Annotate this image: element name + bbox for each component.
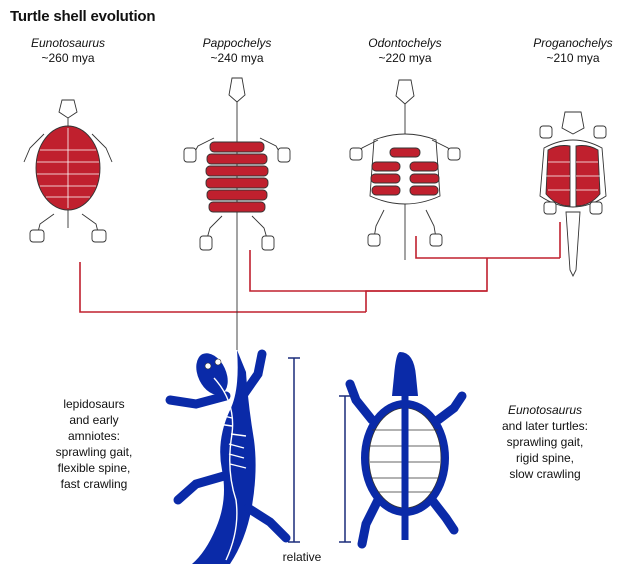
- taxon-age: ~220 mya: [378, 51, 432, 65]
- taxon-label-eunotosaurus: Eunotosaurus ~260 mya: [3, 36, 133, 66]
- height-comparison-bars: [288, 357, 351, 543]
- lizard-spine: [213, 377, 247, 561]
- caption-line: fast crawling: [60, 477, 128, 491]
- caption-line: and later turtles:: [501, 419, 589, 433]
- caption-taxon: Eunotosaurus: [507, 403, 583, 417]
- taxon-name: Eunotosaurus: [30, 36, 106, 50]
- lizard-body: [165, 349, 291, 564]
- caption-line: slow crawling: [509, 467, 581, 481]
- caption-line: rigid spine,: [515, 451, 575, 465]
- proganochelys-skeleton: [539, 111, 607, 278]
- caption-line: and early: [69, 413, 119, 427]
- taxon-age: ~210 mya: [546, 51, 600, 65]
- taxon-age: ~240 mya: [210, 51, 264, 65]
- caption-line: flexible spine,: [57, 461, 131, 475]
- lepidosaur-caption: lepidosaurs and early amniotes: sprawlin…: [40, 396, 148, 492]
- tree-branch-odontochelys: [415, 236, 560, 259]
- odontochelys-skeleton: [349, 79, 461, 260]
- eunotosaurus-skeleton: [23, 99, 113, 243]
- turtle-caption: Eunotosaurus and later turtles: sprawlin…: [490, 402, 600, 482]
- pappochelys-skeleton: [183, 77, 291, 350]
- caption-line: sprawling gait,: [55, 445, 133, 459]
- taxon-age: ~260 mya: [41, 51, 95, 65]
- tree-branch-eunotosaurus: [79, 262, 366, 313]
- tree-node-connector: [365, 258, 488, 312]
- tree-branch-pappochelys: [249, 250, 487, 292]
- taxon-name: Odontochelys: [368, 36, 442, 50]
- taxon-name: Proganochelys: [533, 36, 613, 50]
- taxon-name: Pappochelys: [202, 36, 272, 50]
- relative-label: relative: [282, 550, 322, 564]
- taxon-label-odontochelys: Odontochelys ~220 mya: [340, 36, 470, 66]
- caption-line: sprawling gait,: [506, 435, 584, 449]
- taxon-label-proganochelys: Proganochelys ~210 mya: [508, 36, 638, 66]
- phylogeny-tree: [79, 222, 561, 313]
- caption-line: amniotes:: [67, 429, 121, 443]
- caption-line: lepidosaurs: [63, 397, 125, 411]
- diagram-title: Turtle shell evolution: [10, 8, 156, 25]
- turtle-body: [345, 352, 467, 549]
- taxon-label-pappochelys: Pappochelys ~240 mya: [172, 36, 302, 66]
